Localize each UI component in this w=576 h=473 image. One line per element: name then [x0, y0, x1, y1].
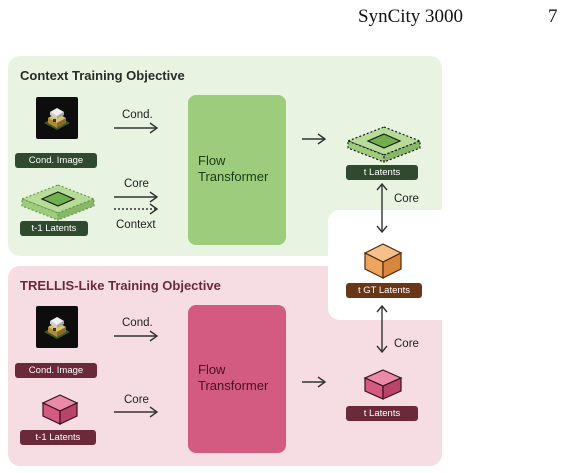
core-double-arrow-top — [376, 182, 388, 234]
t-latents-icon — [346, 126, 422, 163]
transformer-line1-2: Flow — [198, 362, 226, 377]
core-top-label: Core — [394, 193, 419, 205]
t-latents-label: t Latents — [346, 165, 418, 180]
cond-image-thumbnail — [36, 97, 78, 139]
page-number: 7 — [548, 6, 558, 27]
running-title: SynCity 3000 — [358, 6, 464, 27]
gt-latents-cube-icon — [363, 243, 403, 279]
cond-image-label-2: Cond. Image — [15, 363, 97, 378]
cond-image-thumbnail-2 — [36, 306, 78, 348]
cond-arrow-2 — [114, 330, 159, 342]
prev-latents-label-2: t-1 Latents — [20, 430, 96, 445]
context-panel-title: Context Training Objective — [20, 68, 185, 83]
flow-transformer-green: Flow Transformer — [188, 95, 286, 245]
transformer-line1: Flow — [198, 153, 226, 168]
output-arrow-2 — [302, 376, 327, 388]
core-arrow-label-2: Core — [124, 394, 149, 406]
core-arrow — [114, 191, 159, 203]
transformer-line2: Transformer — [198, 169, 269, 184]
transformer-line2-2: Transformer — [198, 378, 269, 393]
output-arrow — [302, 133, 327, 145]
cond-arrow-label-2: Cond. — [122, 317, 153, 329]
core-arrow-label: Core — [124, 178, 149, 190]
prev-latents-cube-icon — [41, 394, 79, 425]
house-icon — [44, 317, 70, 339]
cond-arrow-label: Cond. — [122, 109, 153, 121]
house-icon — [44, 108, 70, 130]
prev-latents-label: t-1 Latents — [20, 221, 88, 236]
core-double-arrow-bottom — [376, 304, 388, 354]
cond-image-label: Cond. Image — [15, 153, 97, 168]
context-arrow-label: Context — [116, 219, 156, 231]
core-bottom-label: Core — [394, 338, 419, 350]
t-latents-cube-icon — [363, 369, 403, 400]
trellis-panel-title: TRELLIS-Like Training Objective — [20, 278, 221, 293]
cond-arrow — [114, 122, 159, 134]
core-arrow-2 — [114, 406, 159, 418]
gt-latents-label: t GT Latents — [346, 283, 422, 298]
prev-latents-icon — [20, 184, 96, 221]
t-latents-label-2: t Latents — [346, 406, 418, 421]
context-arrow — [114, 203, 159, 215]
flow-transformer-pink: Flow Transformer — [188, 305, 286, 453]
